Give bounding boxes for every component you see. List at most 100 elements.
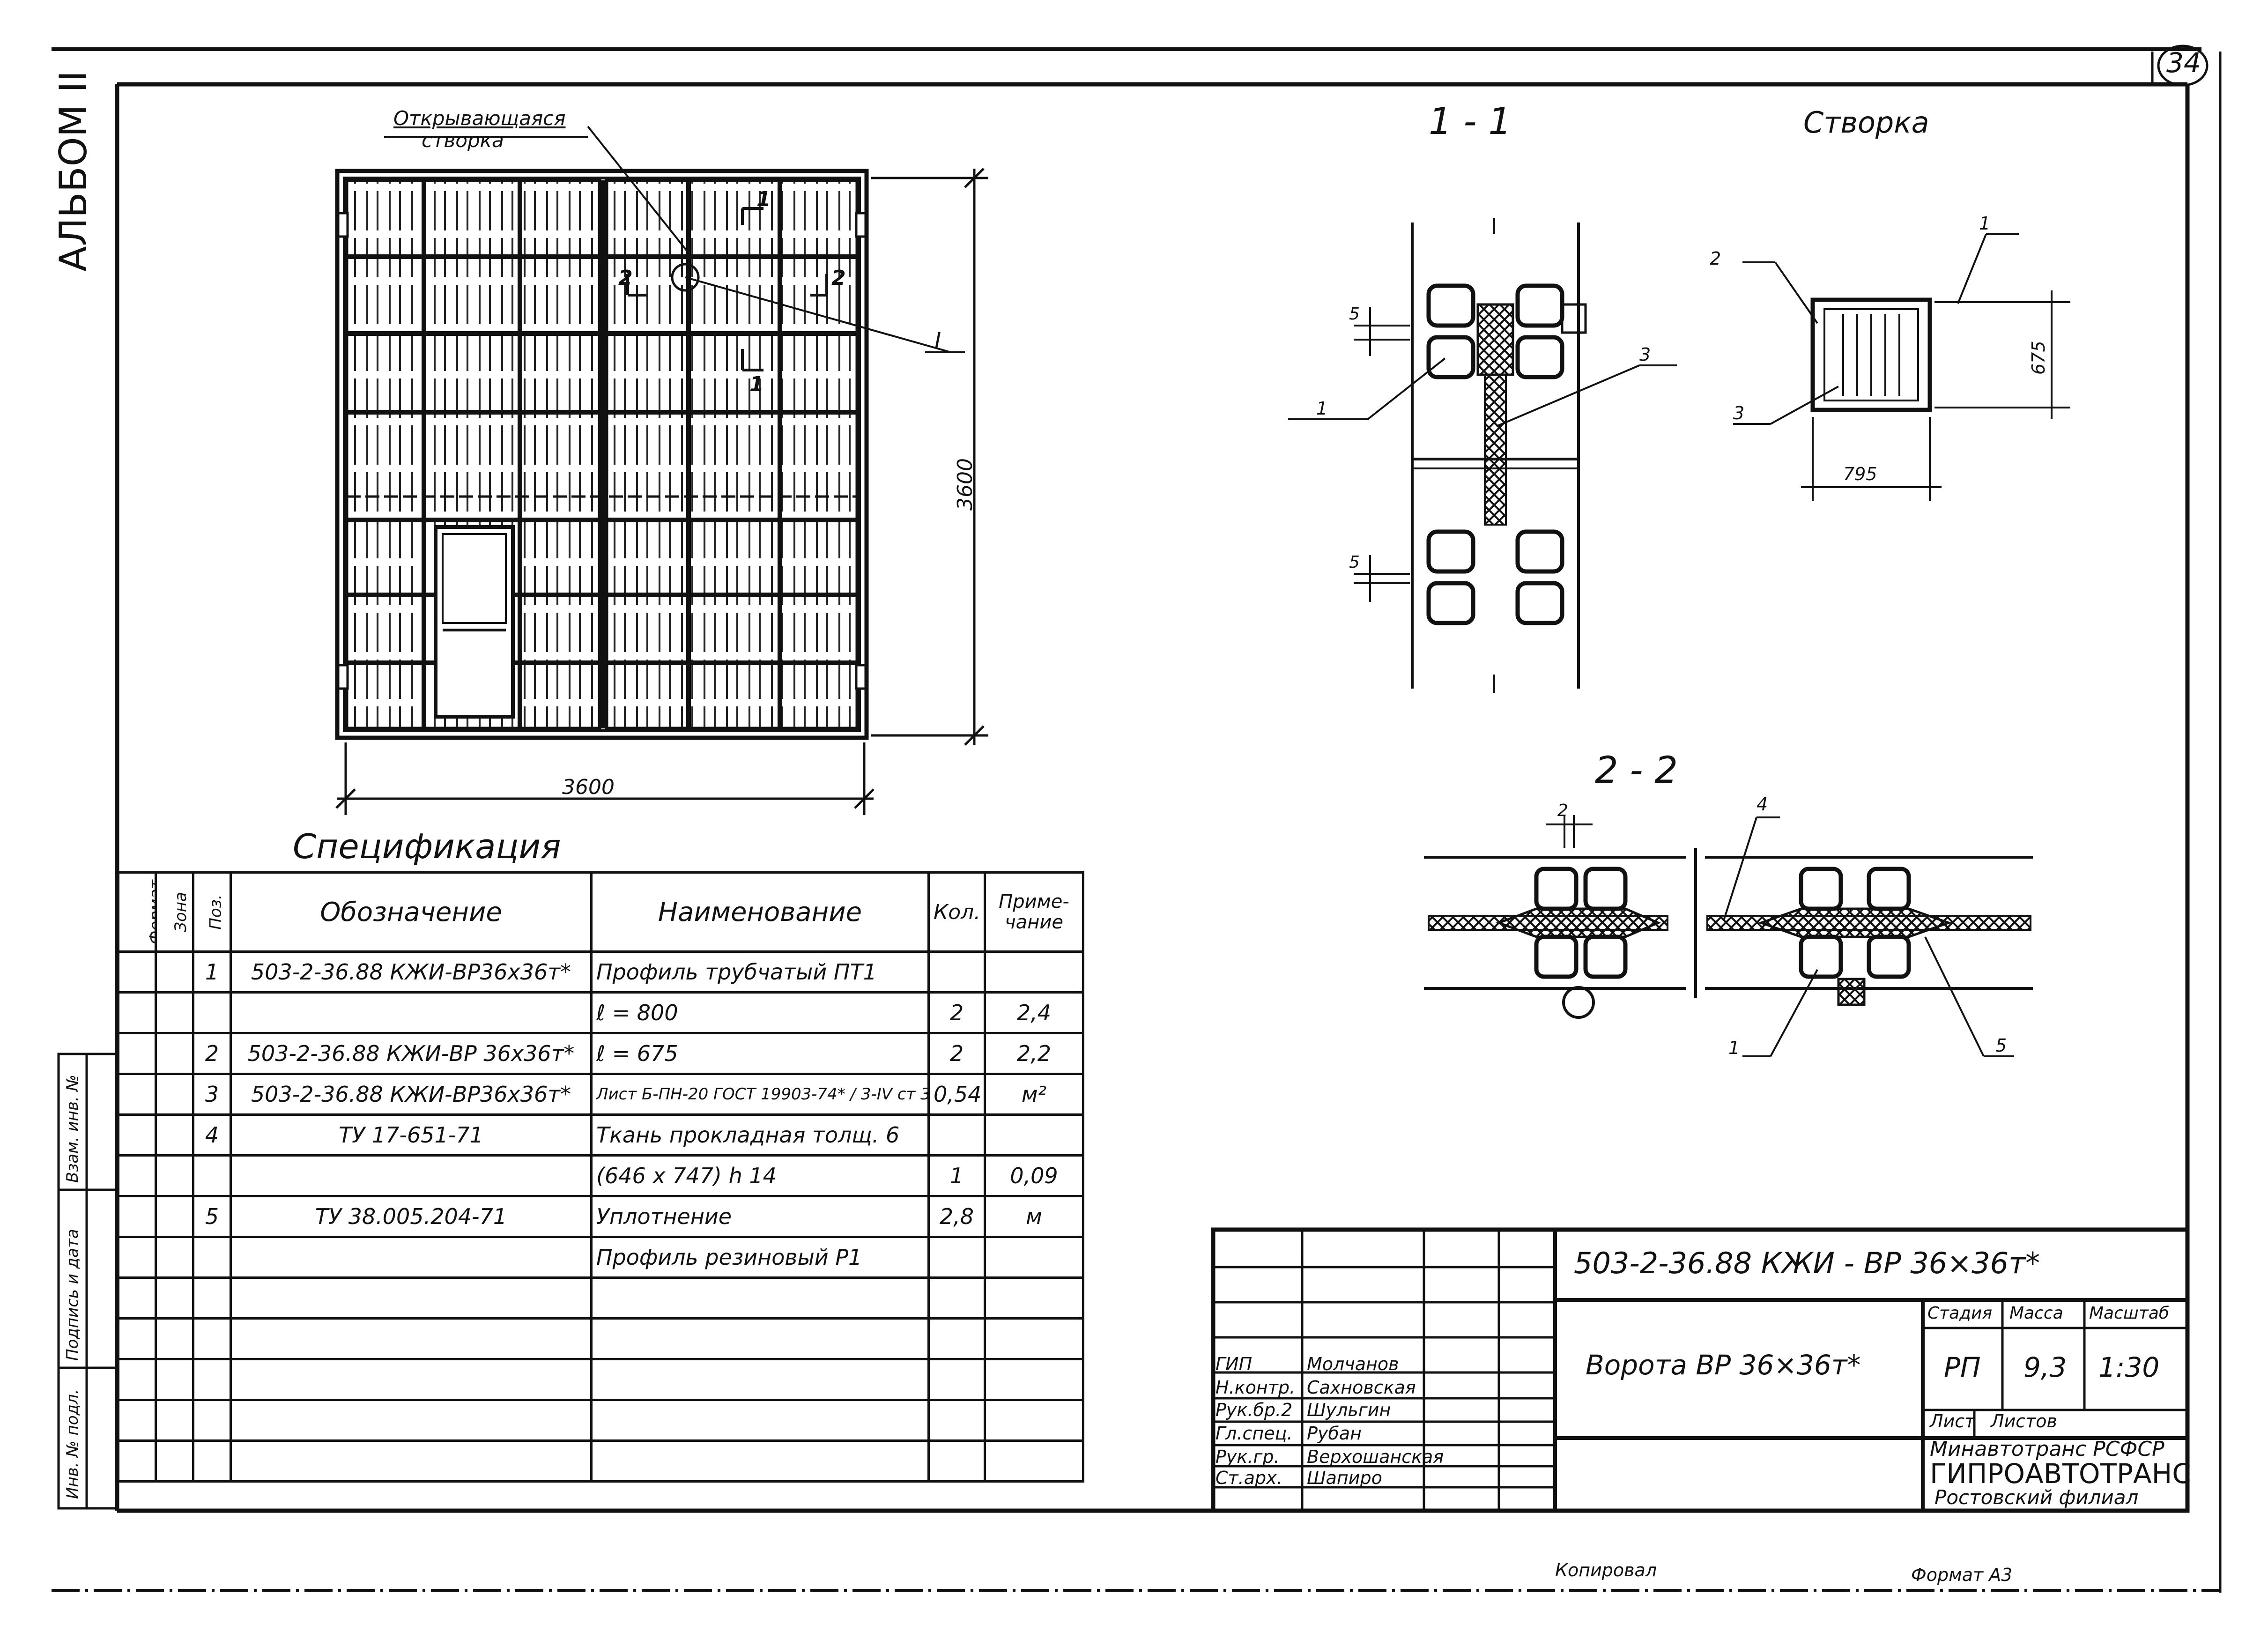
staff-role: Н.контр. — [1216, 1377, 1296, 1398]
spec-cell-qty: 0,54 — [927, 1073, 986, 1116]
page-number-circle — [2157, 45, 2209, 87]
spec-cell-pos: 5 — [192, 1195, 232, 1238]
spec-cell-qty — [927, 1317, 986, 1360]
spec-cell-name — [590, 1317, 930, 1360]
gate-leader-label-1: Открывающаяся — [393, 107, 566, 130]
left-strip-vzam-inv: Взам. инв. № — [63, 1075, 82, 1183]
spec-cell-note: м — [984, 1195, 1084, 1238]
spec-cell-designation: 503-2-36.88 КЖИ-ВР36х36т* — [230, 1073, 593, 1116]
spec-cell-note — [984, 950, 1084, 994]
spec-cell-pos — [192, 991, 232, 1034]
stvorka-title: Створка — [1803, 105, 1929, 140]
spec-cell-designation — [230, 1236, 593, 1279]
spec-cell-pos — [192, 1276, 232, 1320]
spec-cell-designation — [230, 1317, 593, 1360]
spec-header-note: Приме-чание — [984, 871, 1084, 953]
spec-header-zone: Зона — [155, 871, 194, 953]
section-2-2 — [1424, 815, 2033, 1057]
spec-cell-note: м² — [984, 1073, 1084, 1116]
gate-height-dim: 3600 — [953, 458, 977, 511]
spec-cell-designation: ТУ 38.005.204-71 — [230, 1195, 593, 1238]
spec-cell-name: Профиль резиновый Р1 — [590, 1236, 930, 1279]
stvorka-callout-2: 2 — [1710, 248, 1721, 269]
spec-cell-designation — [230, 1154, 593, 1197]
spec-cell-note: 2,2 — [984, 1032, 1084, 1075]
stvorka-view — [1733, 233, 2070, 501]
spec-cell-designation — [230, 1439, 593, 1483]
spec-cell-qty: 1 — [927, 1154, 986, 1197]
specification-title: Спецификация — [293, 827, 561, 866]
spec-cell-zone — [155, 1399, 194, 1442]
spec-cell-qty — [927, 1113, 986, 1157]
spec-cell-zone — [155, 1195, 194, 1238]
spec-cell-designation — [230, 1276, 593, 1320]
section-mark-2-left: 2 — [618, 266, 633, 290]
spec-cell-pos — [192, 1317, 232, 1360]
spec-cell-zone — [155, 1032, 194, 1075]
spec-cell-note: 2,4 — [984, 991, 1084, 1034]
spec-cell-designation — [230, 1358, 593, 1401]
spec-cell-format — [117, 1032, 157, 1075]
spec-cell-qty: 2 — [927, 991, 986, 1034]
sheets-label: Листов — [1991, 1411, 2057, 1432]
spec-cell-designation: 503-2-36.88 КЖИ-ВР 36х36т* — [230, 1032, 593, 1075]
stvorka-width-dim: 795 — [1843, 464, 1877, 484]
spec-cell-format — [117, 1317, 157, 1360]
specification-table: Формат Зона Поз. Обозначение Наименовани… — [117, 871, 1084, 1483]
spec-cell-qty — [927, 1439, 986, 1483]
spec-cell-note: 0,09 — [984, 1154, 1084, 1197]
spec-cell-zone — [155, 1439, 194, 1483]
spec-cell-qty: 2 — [927, 1032, 986, 1075]
spec-cell-format — [117, 1113, 157, 1157]
spec-cell-pos: 3 — [192, 1073, 232, 1116]
staff-role: Рук.бр.2 — [1216, 1400, 1293, 1420]
spec-cell-pos: 4 — [192, 1113, 232, 1157]
spec-cell-name: Уплотнение — [590, 1195, 930, 1238]
table-row: Профиль резиновый Р1 — [117, 1236, 1084, 1279]
spec-header-designation: Обозначение — [230, 871, 593, 953]
staff-role: Ст.арх. — [1216, 1468, 1282, 1488]
section-2-2-dim-gap: 2 — [1557, 801, 1568, 820]
org-line-1: Минавтотранс РСФСР — [1930, 1437, 2164, 1461]
staff-name: Молчанов — [1307, 1354, 1399, 1374]
album-label: АЛЬБОМ II — [52, 70, 95, 272]
spec-cell-note — [984, 1358, 1084, 1401]
section-2-2-title: 2 - 2 — [1595, 749, 1678, 792]
spec-cell-note — [984, 1439, 1084, 1483]
stvorka-callout-3: 3 — [1733, 403, 1745, 423]
table-row — [117, 1439, 1084, 1483]
section-mark-1-top: 1 — [756, 187, 771, 211]
spec-cell-qty — [927, 950, 986, 994]
left-strip-inv-orig: Инв. № подл. — [63, 1389, 82, 1499]
spec-header-pos: Поз. — [192, 871, 232, 953]
section-mark-1-bottom: 1 — [749, 372, 764, 396]
staff-name: Шапиро — [1307, 1468, 1382, 1488]
left-strip — [57, 1053, 119, 1510]
stvorka-callout-1: 1 — [1979, 213, 1991, 234]
section-mark-2-right: 2 — [831, 266, 846, 290]
table-row — [117, 1399, 1084, 1442]
spec-cell-format — [117, 1236, 157, 1279]
spec-cell-name: ℓ = 675 — [590, 1032, 930, 1075]
spec-cell-format — [117, 1195, 157, 1238]
spec-header-qty: Кол. — [927, 871, 986, 953]
spec-cell-name — [590, 1276, 930, 1320]
section-1-1-dim-a: 5 — [1349, 304, 1360, 324]
section-1-1-title: 1 - 1 — [1429, 101, 1512, 143]
spec-cell-pos — [192, 1154, 232, 1197]
stvorka-height-dim: 675 — [2028, 341, 2049, 375]
copied-label: Копировал — [1555, 1560, 1657, 1580]
spec-cell-designation: ТУ 17-651-71 — [230, 1113, 593, 1157]
spec-cell-format — [117, 1439, 157, 1483]
spec-cell-zone — [155, 1317, 194, 1360]
spec-cell-zone — [155, 991, 194, 1034]
sheet-frame — [52, 45, 2222, 1593]
spec-cell-pos — [192, 1399, 232, 1442]
page-number: 34 — [2166, 47, 2201, 79]
